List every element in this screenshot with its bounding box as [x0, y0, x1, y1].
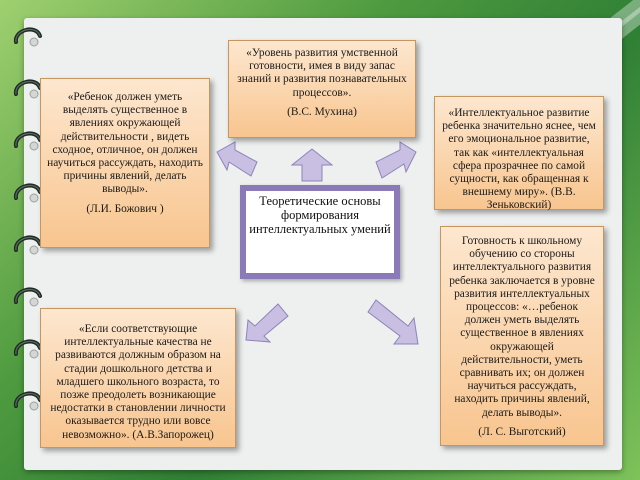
spiral-ring-icon	[13, 339, 42, 359]
quote-author: (Л.И. Божович )	[86, 202, 164, 215]
arrow-downleft-icon	[245, 303, 289, 343]
spiral-ring-icon	[13, 79, 42, 99]
spiral-ring-icon	[13, 287, 42, 307]
quote-author: (Л. С. Выготский)	[478, 425, 566, 438]
quote-text: Готовность к школьному обучению со сторо…	[449, 235, 595, 419]
arrow-downright-icon	[367, 299, 419, 345]
quote-author: (В.С. Мухина)	[287, 105, 357, 118]
arrow-up-icon	[291, 148, 333, 182]
spiral-ring-icon	[13, 27, 42, 47]
central-topic: Теоретические основы формирования интелл…	[246, 191, 394, 273]
quote-box-top: «Уровень развития умственной готовности,…	[228, 40, 416, 138]
quote-text: «Ребенок должен уметь выделять существен…	[47, 91, 203, 196]
spiral-ring-icon	[13, 391, 42, 411]
spiral-ring-icon	[13, 235, 42, 255]
quote-box-left-top: «Ребенок должен уметь выделять существен…	[40, 78, 210, 248]
arrow-upleft-icon	[216, 141, 258, 177]
quote-box-right-bottom: Готовность к школьному обучению со сторо…	[440, 226, 604, 446]
quote-text: «Если соответствующие интеллектуальные к…	[50, 323, 226, 441]
arrow-upright-icon	[375, 141, 417, 179]
central-topic-frame: Теоретические основы формирования интелл…	[240, 185, 400, 279]
quote-box-left-bottom: «Если соответствующие интеллектуальные к…	[40, 308, 236, 448]
quote-box-right-top: «Интеллектуальное развитие ребенка значи…	[434, 96, 604, 212]
spiral-ring-icon	[13, 131, 42, 151]
quote-text: «Уровень развития умственной готовности,…	[237, 47, 407, 99]
spiral-ring-icon	[13, 183, 42, 203]
quote-text: «Интеллектуальное развитие ребенка значи…	[442, 107, 596, 212]
